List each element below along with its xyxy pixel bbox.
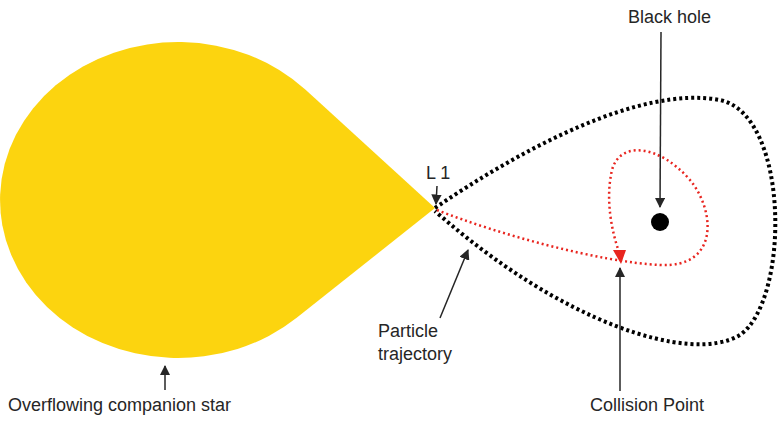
leader-line [660, 32, 661, 207]
leader-line [440, 250, 468, 318]
trajectory-arrowhead [613, 250, 626, 264]
leader-line [436, 186, 437, 204]
annotation-label: Overflowing companion star [8, 394, 308, 417]
annotation-label: L 1 [426, 162, 486, 185]
black-hole [651, 213, 669, 231]
particle-trajectory [437, 150, 708, 265]
leader-line [619, 268, 621, 391]
roche-lobe [435, 98, 775, 344]
annotation-label: Collision Point [590, 394, 750, 417]
annotation-label: Black hole [628, 6, 748, 29]
companion-star [0, 42, 435, 358]
leader-line [164, 366, 166, 390]
annotation-label: Particle trajectory [378, 320, 478, 365]
